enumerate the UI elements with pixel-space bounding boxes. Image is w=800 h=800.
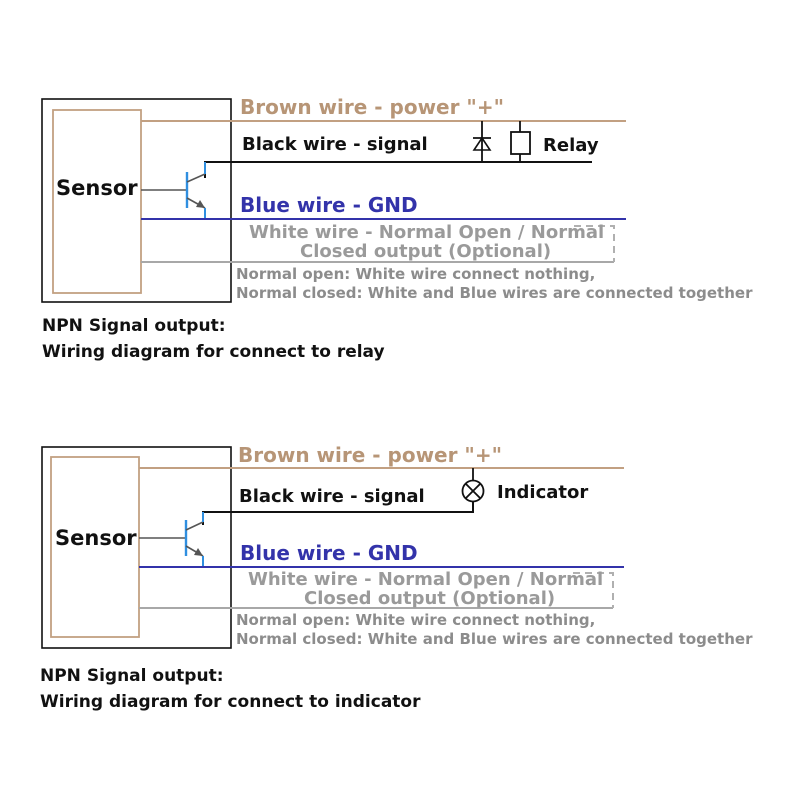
relay-coil-icon xyxy=(510,121,531,162)
sensor-housing-outer xyxy=(41,98,232,303)
note-normal-open: Normal open: White wire connect nothing, xyxy=(236,265,595,283)
note-normal-closed: Normal closed: White and Blue wires are … xyxy=(236,284,753,302)
flyback-diode-icon xyxy=(472,121,492,162)
white-wire-label-line2: Closed output (Optional) xyxy=(300,241,551,262)
indicator-lamp-icon xyxy=(461,468,485,503)
blue-wire-label: Blue wire - GND xyxy=(240,193,418,217)
npn-transistor-icon xyxy=(139,512,204,567)
sensor-label: Sensor xyxy=(56,176,138,200)
black-wire-label: Black wire - signal xyxy=(239,486,425,507)
white-wire-optional-link xyxy=(574,225,615,262)
diagram-indicator: Sensor Brown wire - power "+" Black wire… xyxy=(40,443,753,712)
sensor-body xyxy=(52,109,142,294)
relay-label: Relay xyxy=(543,135,599,156)
white-wire-label-line1: White wire - Normal Open / Normal xyxy=(249,222,604,243)
white-wire-label-line1: White wire - Normal Open / Normal xyxy=(248,569,603,590)
sensor-label: Sensor xyxy=(55,526,137,550)
caption-line2: Wiring diagram for connect to indicator xyxy=(40,692,421,712)
caption-line1: NPN Signal output: xyxy=(42,316,226,336)
note-normal-closed: Normal closed: White and Blue wires are … xyxy=(236,630,753,648)
caption-line2: Wiring diagram for connect to relay xyxy=(42,342,385,362)
brown-wire-label: Brown wire - power "+" xyxy=(240,95,504,119)
diagram-relay: Sensor Brown wire - power "+" Black wire… xyxy=(41,95,753,362)
white-wire-optional-link xyxy=(573,572,614,608)
black-wire-line xyxy=(204,161,592,178)
indicator-label: Indicator xyxy=(497,482,588,503)
note-normal-open: Normal open: White wire connect nothing, xyxy=(236,611,595,629)
caption-line1: NPN Signal output: xyxy=(40,666,224,686)
blue-wire-label: Blue wire - GND xyxy=(240,541,418,565)
sensor-housing-outer xyxy=(41,446,232,649)
sensor-body xyxy=(50,456,140,638)
white-wire-label-line2: Closed output (Optional) xyxy=(304,588,555,609)
brown-wire-label: Brown wire - power "+" xyxy=(238,443,502,467)
npn-transistor-icon xyxy=(141,162,206,219)
black-wire-label: Black wire - signal xyxy=(242,134,428,155)
